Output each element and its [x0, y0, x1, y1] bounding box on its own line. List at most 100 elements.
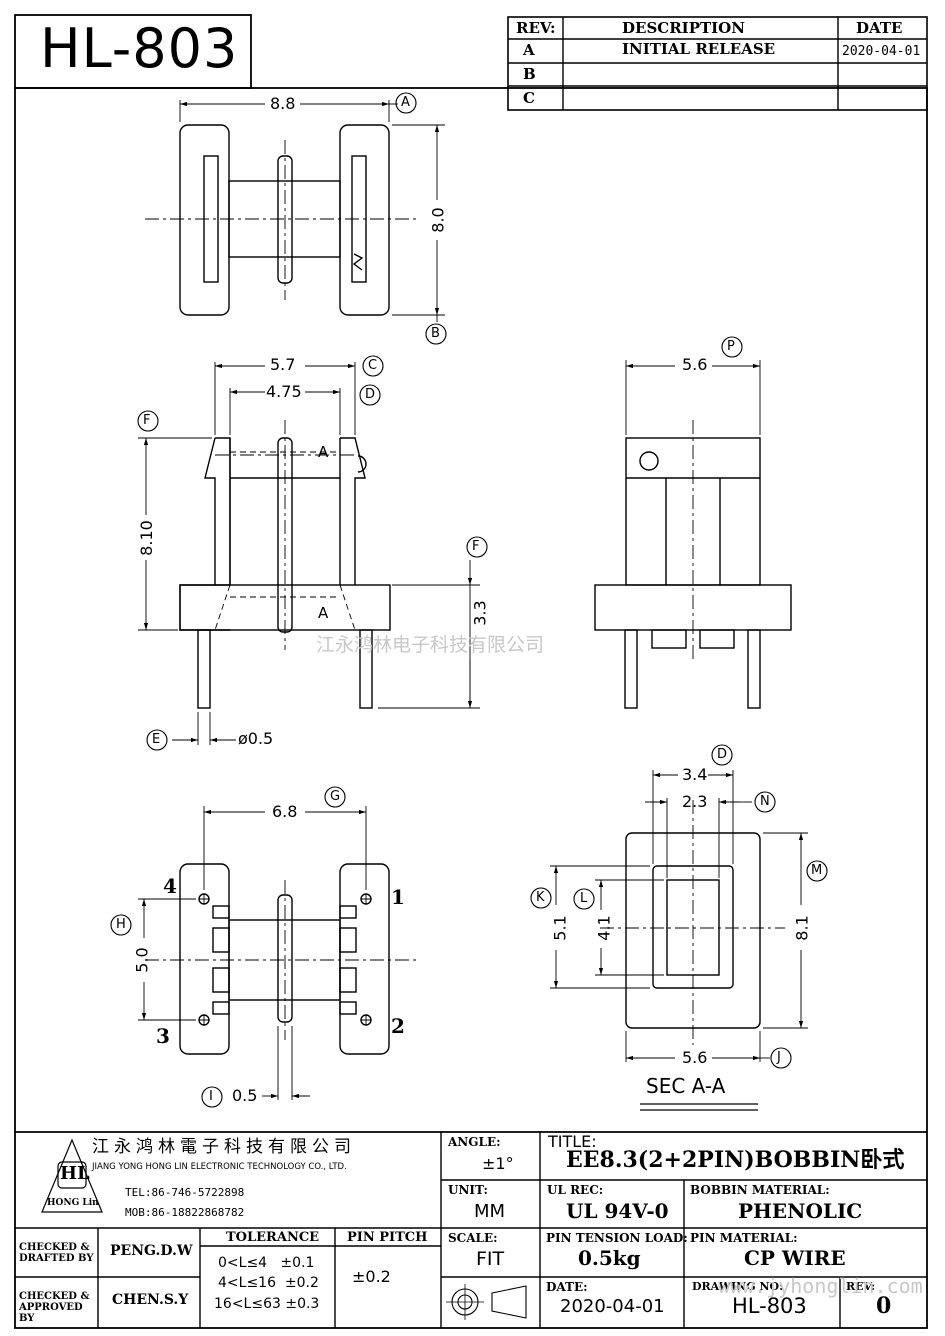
- callout-a: A: [401, 95, 410, 110]
- company-mob: MOB:86-18822868782: [125, 1206, 245, 1219]
- front-view: [138, 362, 480, 745]
- tolerance-row-3: 16<L≤63 ±0.3: [214, 1296, 320, 1312]
- angle-value: ±1°: [482, 1154, 514, 1173]
- bobbin-material-label: BOBBIN MATERIAL:: [690, 1183, 830, 1197]
- dim-front-height: 8.10: [136, 520, 156, 556]
- callout-l: L: [580, 891, 588, 906]
- company-name-en: JIANG YONG HONG LIN ELECTRONIC TECHNOLOG…: [92, 1162, 347, 1172]
- tolerance-label: TOLERANCE: [226, 1230, 320, 1245]
- callout-d-front: D: [365, 387, 376, 402]
- pin-pitch-value: ±0.2: [352, 1267, 391, 1286]
- dim-sec-outer-h: 5.1: [550, 915, 570, 941]
- rev-label: REV:: [846, 1280, 876, 1293]
- tolerance-row-2: 4<L≤16 ±0.2: [218, 1275, 319, 1291]
- sheet-border: [14, 87, 928, 1329]
- rev-row-a-description: INITIAL RELEASE: [622, 40, 776, 58]
- bobbin-material-value: PHENOLIC: [738, 1199, 863, 1223]
- side-view: [594, 360, 792, 709]
- section-view: [550, 770, 808, 1111]
- dim-bottom-flange: 0.5: [232, 1086, 258, 1105]
- checked-drafted-value: PENG.D.W: [110, 1243, 193, 1259]
- callout-g: G: [330, 789, 341, 804]
- ul-label: UL REC:: [547, 1183, 604, 1197]
- callout-n: N: [760, 794, 770, 809]
- rev-row-b-rev: B: [523, 65, 536, 83]
- unit-label: UNIT:: [448, 1183, 488, 1197]
- logo-subtitle: HONG Lin: [47, 1198, 99, 1208]
- dim-sec-height: 8.1: [792, 915, 812, 941]
- revision-table-grid: [507, 16, 928, 111]
- callout-i: I: [209, 1089, 213, 1104]
- pin-number-2: 2: [391, 1014, 405, 1038]
- callout-m: M: [811, 863, 823, 878]
- dim-side-width: 5.6: [682, 355, 708, 374]
- callout-h: H: [116, 917, 126, 932]
- callout-c: C: [368, 358, 378, 373]
- dim-front-outer: 5.7: [270, 355, 296, 374]
- dim-bottom-pitch: 6.8: [272, 802, 298, 821]
- callout-circles: [110, 92, 828, 1108]
- angle-label: ANGLE:: [448, 1135, 501, 1149]
- bottom-view: [138, 806, 420, 1100]
- pin-tension-value: 0.5kg: [578, 1246, 641, 1270]
- callout-j: J: [777, 1050, 781, 1065]
- callout-p: P: [727, 339, 735, 354]
- checked-approved-label: CHECKED & APPROVED BY: [19, 1291, 90, 1324]
- checked-drafted-label: CHECKED & DRAFTED BY: [19, 1242, 94, 1264]
- company-tel: TEL:86-746-5722898: [125, 1186, 245, 1199]
- dim-top-width: 8.8: [270, 94, 296, 113]
- callout-k: K: [536, 890, 545, 905]
- section-label: SEC A-A: [646, 1074, 726, 1098]
- rev-row-a-date: 2020-04-01: [842, 44, 921, 59]
- pin-number-4: 4: [163, 874, 177, 898]
- part-number-heading: HL-803: [40, 17, 239, 80]
- dim-top-height: 8.0: [428, 207, 448, 233]
- pin-number-3: 3: [156, 1024, 170, 1048]
- projection-symbol: [446, 1284, 527, 1320]
- rev-value: 0: [876, 1293, 892, 1319]
- dim-pin-dia: ø0.5: [238, 729, 274, 748]
- title-block-grid: [15, 1131, 927, 1328]
- watermark: 江永鸿林电子科技有限公司: [316, 634, 545, 656]
- unit-value: MM: [474, 1201, 506, 1222]
- company-name-cn: 江永鸿林電子科技有限公司: [92, 1137, 356, 1157]
- rev-header-description: DESCRIPTION: [622, 19, 745, 37]
- drawing-no-label: DRAWING NO:: [692, 1280, 784, 1293]
- title-value: EE8.3(2+2PIN)BOBBIN卧式: [566, 1147, 905, 1173]
- section-mark-top: A: [318, 443, 329, 461]
- pin-tension-label: PIN TENSION LOAD:: [546, 1231, 688, 1245]
- rev-row-a-rev: A: [523, 41, 535, 59]
- rev-header-date: DATE: [856, 19, 903, 37]
- pin-material-label: PIN MATERIAL:: [690, 1231, 798, 1245]
- website-watermark: www.jyhonglin.com: [718, 1274, 923, 1298]
- top-view: [145, 100, 445, 322]
- title-label: TITLE:: [548, 1132, 597, 1151]
- dim-sec-inner-w: 2.3: [682, 792, 708, 811]
- dim-sec-inner-h: 4.1: [594, 915, 614, 941]
- date-label: DATE:: [546, 1280, 588, 1294]
- part-number-box: [14, 14, 252, 89]
- callout-d-sec: D: [717, 747, 728, 762]
- callout-f-front: F: [143, 413, 151, 428]
- company-logo: [41, 1138, 103, 1213]
- scale-value: FIT: [476, 1248, 505, 1270]
- pin-material-value: CP WIRE: [744, 1246, 846, 1270]
- tolerance-row-1: 0<L≤4 ±0.1: [218, 1255, 315, 1271]
- checked-approved-value: CHEN.S.Y: [112, 1292, 189, 1308]
- drawing-no-value: HL-803: [732, 1294, 807, 1318]
- dim-sec-width: 5.6: [682, 1048, 708, 1067]
- pin-pitch-label: PIN PITCH: [347, 1230, 428, 1245]
- rev-row-c-rev: C: [523, 89, 535, 107]
- rev-header-rev: REV:: [516, 19, 556, 37]
- dim-bottom-span: 5.0: [132, 947, 152, 973]
- scale-label: SCALE:: [448, 1231, 498, 1245]
- dim-sec-outer-w: 3.4: [682, 765, 708, 784]
- callout-e: E: [152, 732, 161, 747]
- logo-letters: HL: [60, 1163, 90, 1184]
- date-value: 2020-04-01: [560, 1296, 665, 1317]
- ul-value: UL 94V-0: [566, 1199, 669, 1223]
- pin-number-1: 1: [391, 885, 405, 909]
- section-mark-bottom: A: [318, 604, 329, 622]
